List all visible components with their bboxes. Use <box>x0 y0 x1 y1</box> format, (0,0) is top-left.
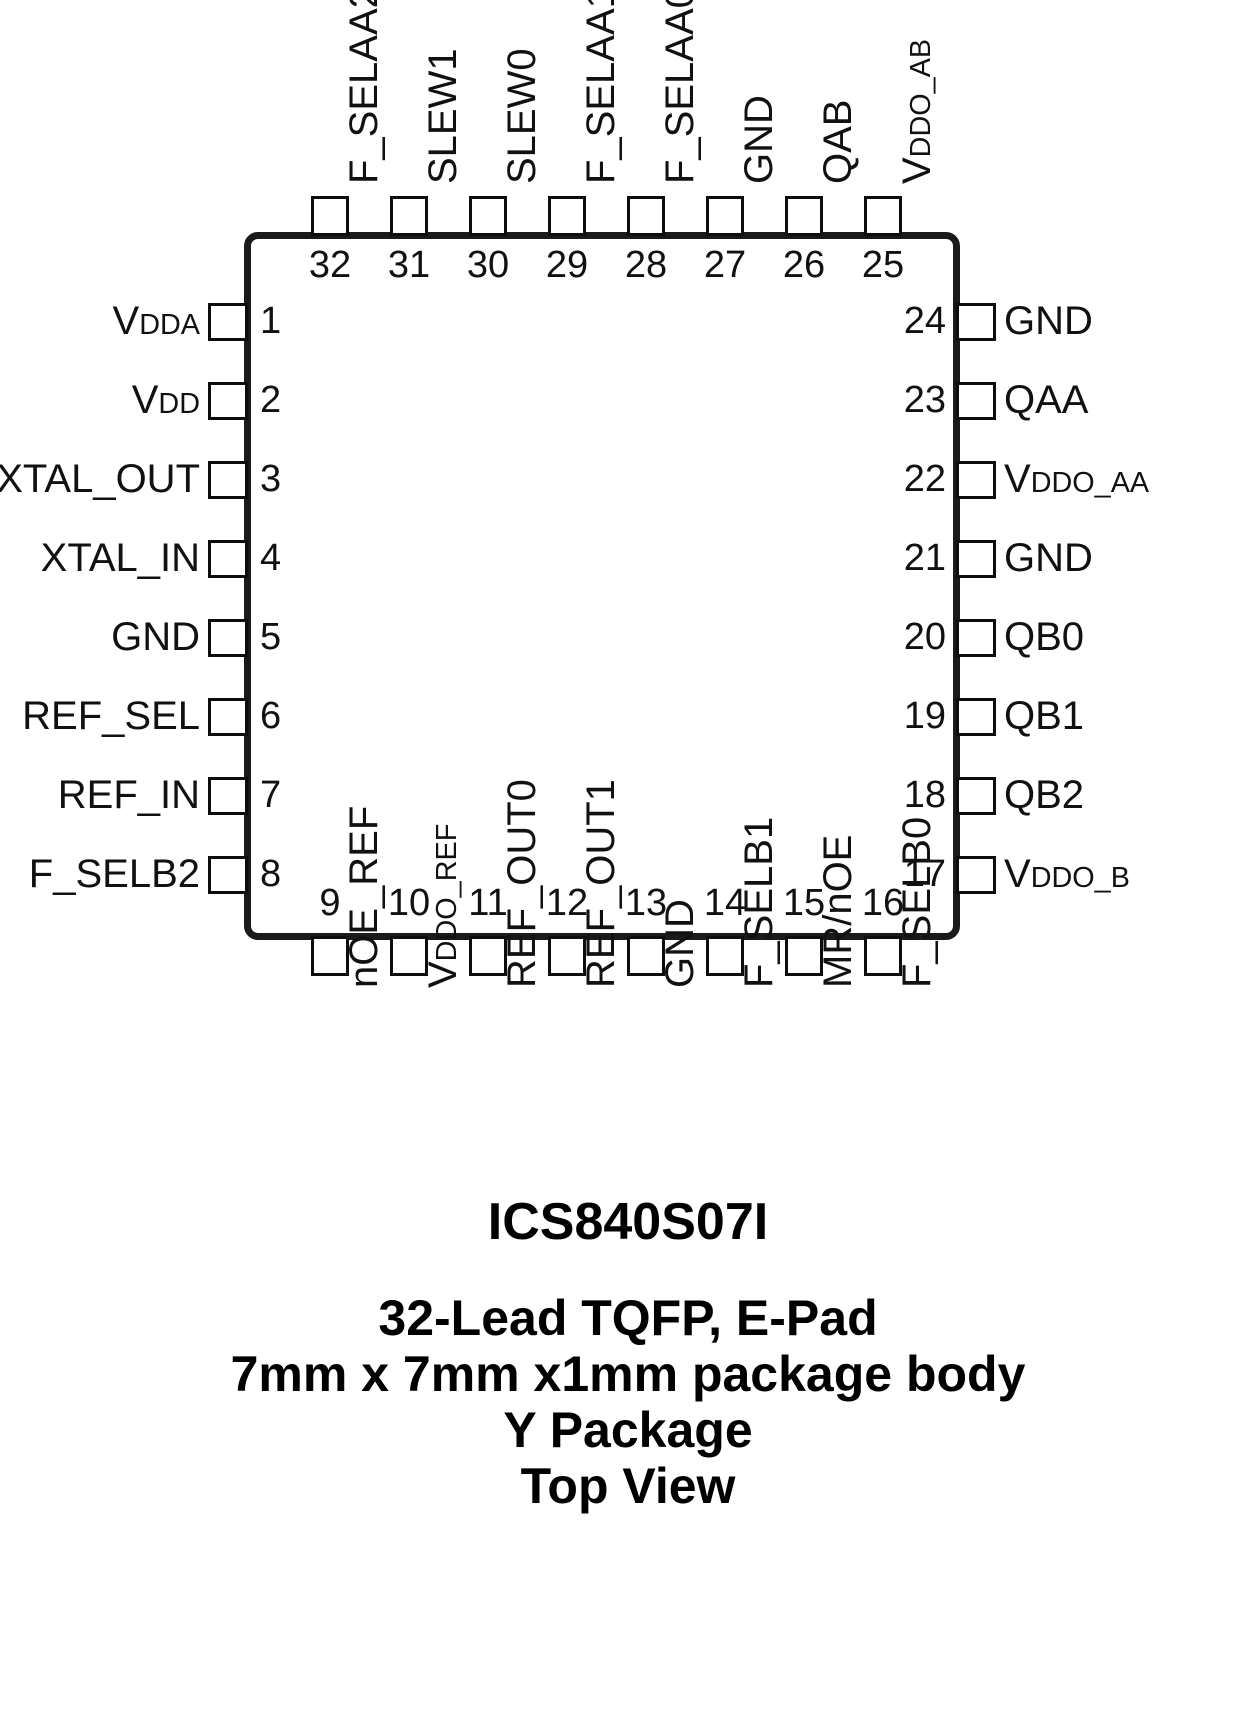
pin-label-28: F_SELAA0 <box>658 0 702 184</box>
pin-number-12: 12 <box>545 882 589 924</box>
pin-number-6: 6 <box>260 695 282 737</box>
pin-number-24: 24 <box>903 300 946 342</box>
pin-number-18: 18 <box>903 774 946 816</box>
pin-number-14: 14 <box>703 882 747 924</box>
pin-stub-23 <box>956 382 996 420</box>
pin-number-16: 16 <box>861 882 905 924</box>
pin-number-8: 8 <box>260 853 282 895</box>
pin-stub-5 <box>208 619 248 657</box>
pin-label-18: QB2 <box>1004 773 1085 817</box>
pin-stub-29 <box>548 196 586 236</box>
pin-number-11: 11 <box>468 882 508 924</box>
pin-stub-30 <box>469 196 507 236</box>
pin-stub-32 <box>311 196 349 236</box>
pin-number-9: 9 <box>319 882 341 924</box>
pin-stub-25 <box>864 196 902 236</box>
pin-stub-6 <box>208 698 248 736</box>
caption-block: ICS840S07I 32-Lead TQFP, E-Pad 7mm x 7mm… <box>0 1196 1256 1514</box>
pin-label-26: QAB <box>816 99 860 184</box>
pin-label-2: VDD <box>131 378 200 422</box>
pin-number-28: 28 <box>624 244 668 286</box>
pin-number-2: 2 <box>260 379 282 421</box>
pin-stub-12 <box>548 936 586 976</box>
pin-label-23: QAA <box>1004 378 1089 422</box>
pin-stub-8 <box>208 856 248 894</box>
pin-stub-24 <box>956 303 996 341</box>
pin-label-19: QB1 <box>1004 694 1085 738</box>
pin-label-21: GND <box>1004 536 1093 580</box>
pin-number-22: 22 <box>903 458 946 500</box>
pin-label-22: VDDO_AA <box>1004 457 1150 501</box>
pin-stub-31 <box>390 196 428 236</box>
pin-number-27: 27 <box>703 244 747 286</box>
pin-stub-2 <box>208 382 248 420</box>
pin-stub-28 <box>627 196 665 236</box>
pin-label-3: XTAL_OUT <box>0 457 200 501</box>
pin-stub-18 <box>956 777 996 815</box>
pin-stub-19 <box>956 698 996 736</box>
pin-number-23: 23 <box>903 379 946 421</box>
pin-stub-7 <box>208 777 248 815</box>
pin-number-17: 17 <box>903 853 946 895</box>
pin-stub-26 <box>785 196 823 236</box>
pin-label-30: SLEW0 <box>500 48 544 184</box>
pin-label-1: VDDA <box>112 299 201 343</box>
pin-number-29: 29 <box>545 244 589 286</box>
pin-label-4: XTAL_IN <box>40 536 200 580</box>
pin-stub-20 <box>956 619 996 657</box>
pin-stub-1 <box>208 303 248 341</box>
pin-label-8: F_SELB2 <box>28 852 200 896</box>
pin-label-27: GND <box>737 95 781 184</box>
pin-stub-10 <box>390 936 428 976</box>
caption-line-0: 32-Lead TQFP, E-Pad <box>378 1290 878 1346</box>
pin-label-6: REF_SEL <box>22 694 200 738</box>
pin-stub-27 <box>706 196 744 236</box>
pin-number-32: 32 <box>308 244 352 286</box>
pin-number-1: 1 <box>260 300 282 342</box>
pin-stub-3 <box>208 461 248 499</box>
pin-number-21: 21 <box>903 537 946 579</box>
pin-stub-22 <box>956 461 996 499</box>
pin-number-4: 4 <box>260 537 282 579</box>
pin-number-25: 25 <box>861 244 905 286</box>
pin-stub-11 <box>469 936 507 976</box>
pin-stub-13 <box>627 936 665 976</box>
pin-number-30: 30 <box>466 244 510 286</box>
pin-number-20: 20 <box>903 616 946 658</box>
pin-stub-9 <box>311 936 349 976</box>
pin-number-7: 7 <box>260 774 282 816</box>
pin-stub-15 <box>785 936 823 976</box>
package-body-outline <box>244 232 960 940</box>
pin-number-5: 5 <box>260 616 282 658</box>
pin-number-10: 10 <box>387 882 431 924</box>
pin-number-13: 13 <box>624 882 668 924</box>
pin-stub-16 <box>864 936 902 976</box>
pin-label-20: QB0 <box>1004 615 1085 659</box>
pin-number-15: 15 <box>782 882 826 924</box>
caption-line-2: Y Package <box>503 1402 753 1458</box>
pin-label-29: F_SELAA1 <box>579 0 623 184</box>
pin-label-31: SLEW1 <box>421 48 465 184</box>
pin-number-26: 26 <box>782 244 826 286</box>
pin-label-16: F_SELB0 <box>895 816 939 988</box>
pin-number-19: 19 <box>903 695 946 737</box>
caption-line-1: 7mm x 7mm x1mm package body <box>230 1346 1026 1402</box>
pin-label-17: VDDO_B <box>1004 852 1130 896</box>
pin-number-3: 3 <box>260 458 282 500</box>
pin-label-7: REF_IN <box>57 773 200 817</box>
pin-label-32: F_SELAA2 <box>342 0 386 184</box>
pin-stub-21 <box>956 540 996 578</box>
pin-stub-17 <box>956 856 996 894</box>
caption-line-3: Top View <box>520 1458 736 1514</box>
pin-stub-4 <box>208 540 248 578</box>
pin-number-31: 31 <box>387 244 431 286</box>
pin-label-24: GND <box>1004 299 1093 343</box>
pin-label-25: VDDO_AB <box>895 38 939 184</box>
part-number: ICS840S07I <box>487 1193 769 1251</box>
pin-stub-14 <box>706 936 744 976</box>
pin-label-5: GND <box>111 615 200 659</box>
